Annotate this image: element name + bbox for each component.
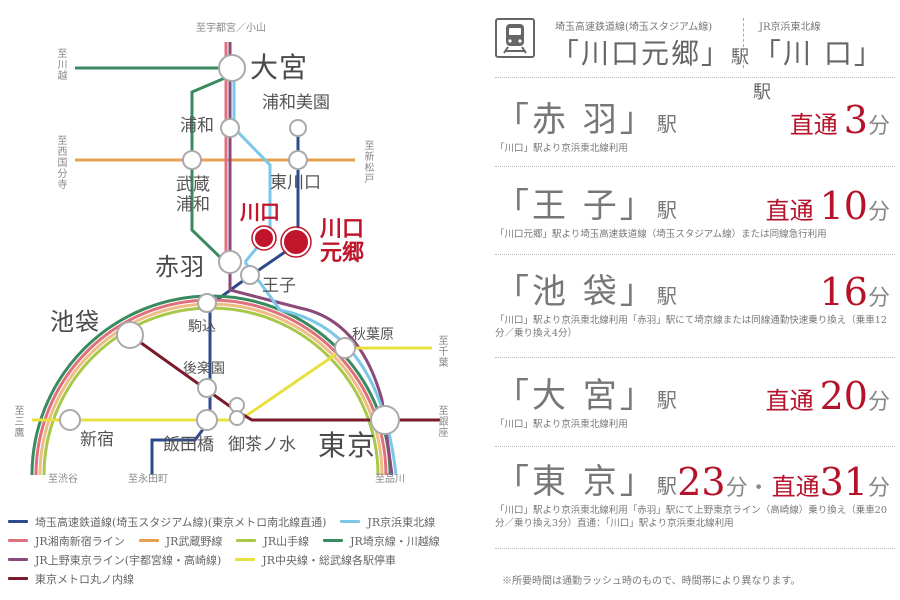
travel-time: 23分・直通31分: [677, 460, 890, 504]
direction-nishi-kokubunji: 至西国分寺: [55, 135, 66, 190]
divider: [495, 254, 895, 255]
direction-chiba: 至千葉: [436, 335, 447, 368]
direction-kawagoe: 至川越: [55, 48, 66, 81]
station-label-tokyo: 東京: [318, 429, 377, 462]
route-note: 「川口」駅より京浜東北線利用「赤羽」駅にて上野東京ライン（高崎線）乗り換え（乗車…: [495, 505, 887, 529]
line-legend: 埼玉高速鉄道線(埼玉スタジアム線)(東京メトロ南北線直通) JR京浜東北線 JR…: [8, 512, 478, 588]
station-label-ikebukuro: 池袋: [50, 308, 100, 336]
divider: [495, 548, 895, 549]
direction-shin-matsudo: 至新松戸: [362, 140, 373, 184]
station-label-urawa-misono: 浦和美園: [262, 93, 330, 113]
origin1-line: 埼玉高速鉄道線(埼玉スタジアム線): [555, 22, 713, 33]
station-label-korakuen: 後楽園: [183, 361, 225, 377]
line-swatch-icon: [138, 539, 159, 542]
station-label-akihabara: 秋葉原: [352, 327, 394, 343]
divider: [495, 357, 895, 358]
station-label-musashi-urawa: 武蔵 浦和: [176, 175, 210, 215]
travel-time: 16分: [819, 270, 890, 314]
direction-shibuya: 至渋谷: [48, 474, 78, 485]
direction-shinagawa: 至品川: [375, 474, 405, 485]
station-label-kawaguchi-motogo: 川口 元郷: [320, 217, 365, 266]
destination-station: 「赤 羽」駅: [495, 100, 677, 140]
station-label-komagome: 駒込: [188, 319, 216, 335]
station-label-kawaguchi: 川口: [240, 200, 280, 224]
legend-item: JR京浜東北線: [340, 514, 435, 530]
origin-header: 埼玉高速鉄道線(埼玉スタジアム線) 「川口元郷」駅 JR京浜東北線 「川 口」駅: [485, 8, 895, 103]
direction-ginza: 至銀座: [436, 405, 447, 438]
destination-station: 「池 袋」駅: [495, 272, 677, 312]
destination-station: 「東 京」駅: [495, 462, 677, 502]
divider: [495, 166, 895, 167]
direction-mitaka: 至三鷹: [12, 405, 23, 438]
line-swatch-icon: [8, 520, 28, 523]
destination-station: 「大 宮」駅: [495, 376, 677, 416]
route-note: 「川口」駅より京浜東北線利用「赤羽」駅にて埼京線または同線通勤快速乗り換え（乗車…: [495, 315, 887, 339]
station-label-higashi-kawaguchi: 東川口: [270, 173, 321, 193]
divider: [495, 446, 895, 447]
legend-item: 埼玉高速鉄道線(埼玉スタジアム線)(東京メトロ南北線直通): [8, 514, 326, 530]
header-divider: [743, 18, 744, 68]
station-label-akabane: 赤羽: [155, 253, 205, 281]
line-swatch-icon: [323, 539, 344, 542]
station-label-oji: 王子: [262, 276, 296, 296]
destination-station: 「王 子」駅: [495, 186, 677, 226]
line-swatch-icon: [8, 577, 28, 580]
train-icon: [495, 18, 535, 58]
station-label-omiya: 大宮: [250, 51, 309, 84]
legend-item: JR湘南新宿ライン: [8, 533, 125, 549]
legend-item: 東京メトロ丸ノ内線: [8, 571, 134, 587]
direction-utsunomiya-oyama: 至宇都宮／小山: [196, 23, 266, 34]
station-markers: [59, 54, 400, 435]
station-label-shinjuku: 新宿: [80, 430, 114, 450]
station-label-ochanomizu: 御茶ノ水: [228, 435, 296, 455]
direction-nagatacho: 至永田町: [128, 474, 168, 485]
origin2-station: 「川 口」駅: [753, 37, 884, 103]
legend-item: JR埼京線・川越線: [323, 533, 440, 549]
legend-item: JR中央線・総武線各駅停車: [235, 552, 396, 568]
route-note: 「川口元郷」駅より埼玉高速鉄道線（埼玉スタジアム線）または同線急行利用: [495, 229, 827, 240]
station-label-urawa: 浦和: [180, 116, 214, 136]
line-swatch-icon: [8, 539, 28, 542]
legend-item: JR武蔵野線: [138, 533, 222, 549]
route-note: 「川口」駅より京浜東北線利用: [495, 143, 628, 154]
line-swatch-icon: [8, 558, 28, 561]
travel-times-panel: 埼玉高速鉄道線(埼玉スタジアム線) 「川口元郷」駅 JR京浜東北線 「川 口」駅…: [485, 0, 900, 600]
route-note: 「川口」駅より京浜東北線利用: [495, 419, 628, 430]
station-marker-omiya: [218, 54, 246, 82]
line-swatch-icon: [235, 558, 256, 561]
legend-item: JR山手線: [236, 533, 309, 549]
divider: [495, 77, 895, 78]
legend-item: JR上野東京ライン(宇都宮線・高崎線): [8, 552, 221, 568]
line-swatch-icon: [236, 539, 257, 542]
origin1-station: 「川口元郷」駅: [551, 37, 750, 70]
origin2-line: JR京浜東北線: [759, 22, 821, 33]
route-map: 大宮 浦和美園 浦和 東川口 武蔵 浦和 川口 川口 元郷 赤羽 王子 池袋 駒…: [0, 0, 480, 505]
footnote: ※所要時間は通勤ラッシュ時のもので、時間帯により異なります。: [502, 576, 801, 587]
line-swatch-icon: [340, 520, 361, 523]
station-label-iidabashi: 飯田橋: [163, 435, 214, 455]
